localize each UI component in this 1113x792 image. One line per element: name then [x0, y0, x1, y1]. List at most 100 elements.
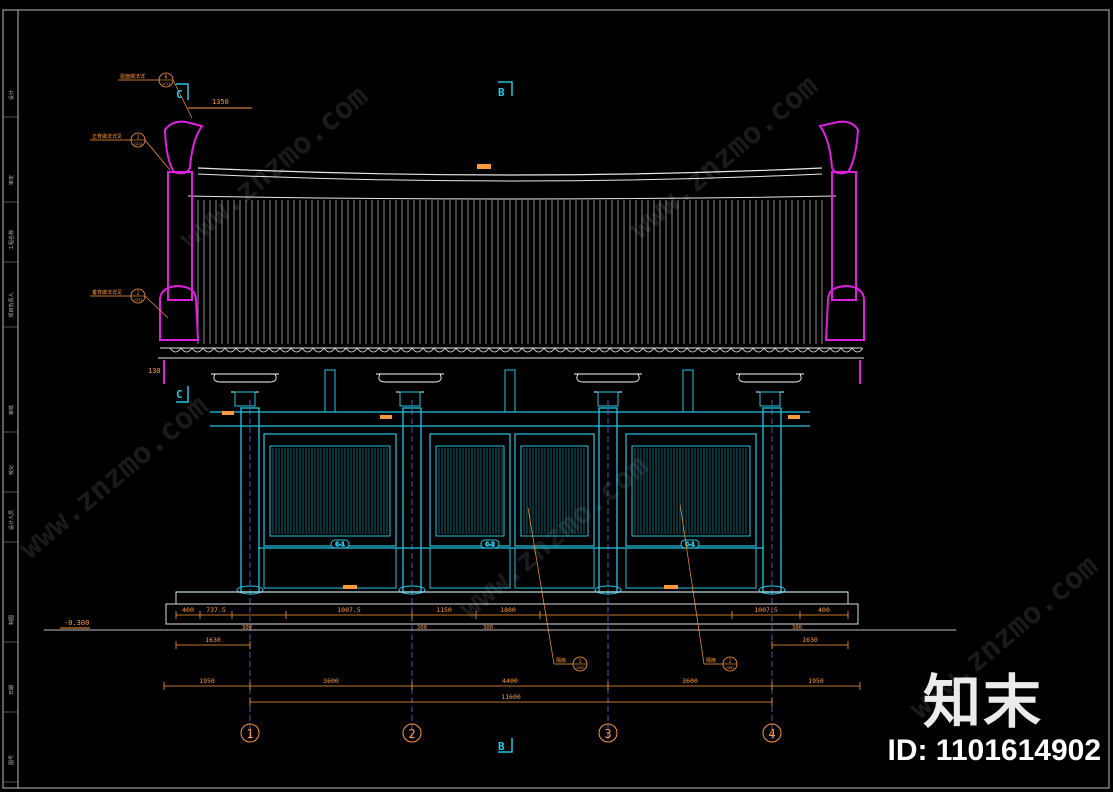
- dim-row1-label: 1150: [436, 606, 452, 614]
- dim-row2-right-label: 1630: [802, 636, 818, 644]
- panel-tag: C-1: [335, 542, 344, 548]
- callout-label: 垂脊做法详见: [92, 289, 122, 296]
- callout-bubble-bottom: JZ07: [576, 666, 585, 670]
- eave-tile-end: [851, 347, 864, 353]
- door-frame: [263, 433, 397, 547]
- eave-tile-end: [378, 347, 391, 353]
- dim-small-label: 300: [242, 625, 252, 631]
- dim-small-label: 300: [417, 625, 427, 631]
- eave-tile-end: [620, 347, 633, 353]
- eave-tile-end: [455, 347, 468, 353]
- eave-tile-end: [246, 347, 259, 353]
- title-strip-label: 审核: [8, 405, 15, 415]
- eave-dim-text: 130: [148, 367, 161, 375]
- eave-tile-end: [807, 347, 820, 353]
- left-hip-ridge: [167, 171, 193, 301]
- callout-bubble-bottom: JZ12: [134, 298, 143, 302]
- panel-tag: C-2: [485, 542, 494, 548]
- eave-tile-end: [257, 347, 270, 353]
- dim-small-label: 300: [792, 625, 802, 631]
- dim-row1-label: 400: [182, 606, 194, 614]
- roof-tiles: [197, 200, 823, 344]
- eave-tile-end: [675, 347, 688, 353]
- eave-tile-end: [774, 347, 787, 353]
- title-strip-label: 设计人员: [8, 510, 15, 530]
- title-strip-label: 校对: [8, 465, 15, 475]
- callout-leader: [172, 79, 193, 119]
- callout-label: 隔扇: [556, 657, 566, 664]
- roof-eave-ends: [169, 347, 864, 353]
- eave-tile-end: [796, 347, 809, 353]
- eave-tile-end: [323, 347, 336, 353]
- eave-tile-end: [829, 347, 842, 353]
- axis-bubble: [598, 723, 618, 743]
- dim-row2-left-label: 1630: [205, 636, 221, 644]
- dim-row1-label: 737.5: [206, 606, 226, 614]
- bracket-set: [211, 373, 279, 393]
- title-strip-label: 审定: [8, 175, 15, 185]
- beam-tag-center: [380, 415, 392, 419]
- section-mark-b-top-label: B: [498, 86, 505, 99]
- eave-tile-end: [565, 347, 578, 353]
- eave-tile-end: [422, 347, 435, 353]
- eave-tile-end: [235, 347, 248, 353]
- watermark-text: www.znzmo.com: [13, 388, 215, 566]
- callout-bubble-top: 1: [136, 135, 139, 141]
- lattice-panel: [269, 445, 391, 537]
- eave-tile-end: [543, 347, 556, 353]
- eave-tile-end: [389, 347, 402, 353]
- eave-tile-end: [433, 347, 446, 353]
- panel-tag: C-1: [685, 542, 694, 548]
- bracket-block: [234, 391, 256, 407]
- column-base: [236, 585, 264, 595]
- right-ridge-beast: [824, 284, 865, 341]
- right-hip-ridge: [831, 171, 857, 301]
- section-mark-c-top: [176, 83, 189, 100]
- axis-label: 2: [408, 727, 415, 741]
- door-frame: [429, 433, 511, 547]
- dim-row3-label: 4400: [502, 677, 518, 685]
- eave-tile-end: [444, 347, 457, 353]
- dim-row1-label: 1007.5: [754, 606, 778, 614]
- plinth-tag-left: [343, 585, 357, 589]
- column-base: [758, 585, 786, 595]
- eave-tile-end: [202, 347, 215, 353]
- dim-small-label: 300: [483, 625, 493, 631]
- section-mark-c-bottom-label: C: [176, 388, 183, 401]
- top-dim-text: 1350: [212, 98, 229, 106]
- eave-tile-end: [411, 347, 424, 353]
- callout-bubble-bottom: JZ11: [162, 82, 171, 86]
- title-strip-label: 制图: [8, 615, 15, 625]
- callout-label: 屋面做法详: [120, 73, 145, 80]
- platform: [44, 591, 956, 631]
- callout-leader: [144, 139, 171, 171]
- annotations: 1350 130 -0.300: [60, 98, 800, 629]
- callout-leader: [527, 507, 555, 665]
- eave-tile-end: [213, 347, 226, 353]
- dim-row3-label: 1950: [808, 677, 824, 685]
- dim-row3-label: 3600: [323, 677, 339, 685]
- lattice-doors: C-1 C-2 C-1: [263, 433, 757, 589]
- dim-row1-label: 1800: [500, 606, 516, 614]
- eave-tile-end: [180, 347, 193, 353]
- eave-tile-end: [400, 347, 413, 353]
- eave-tile-end: [763, 347, 776, 353]
- title-strip-label: 日期: [9, 685, 15, 695]
- eave-tile-end: [741, 347, 754, 353]
- bracket-set: [574, 373, 642, 393]
- callout-leader: [679, 503, 705, 665]
- eave-tile-end: [631, 347, 644, 353]
- beam-tag-right: [788, 415, 800, 419]
- roof: [158, 120, 865, 384]
- eave-tile-end: [708, 347, 721, 353]
- callout-bubble-bottom: JZ12: [134, 142, 143, 146]
- eave-tile-end: [488, 347, 501, 353]
- bracket-sets: [211, 369, 804, 413]
- callout-bubble-top: 6: [164, 75, 167, 81]
- eave-tile-end: [334, 347, 347, 353]
- eave-tile-end: [697, 347, 710, 353]
